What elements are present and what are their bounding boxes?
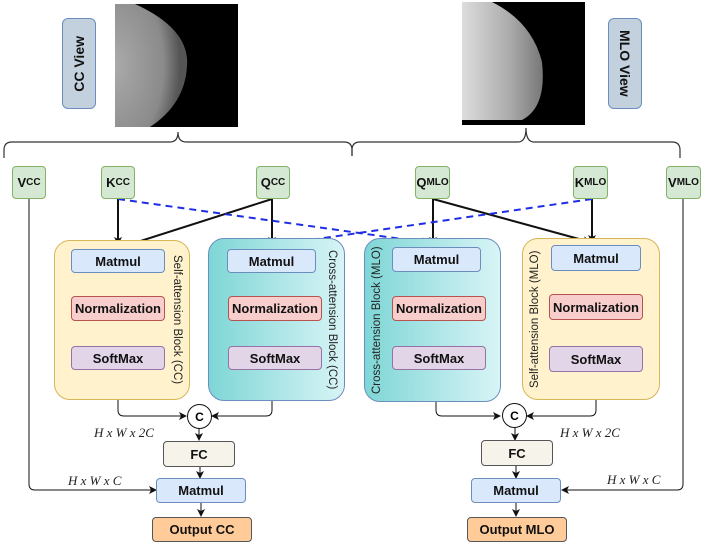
matmul-mlo: Matmul (471, 478, 561, 503)
token-sub: MLO (676, 177, 699, 188)
v-cc-to-matmul (28, 199, 157, 494)
cross-mlo-soft-to-concat (435, 370, 501, 420)
self-cc-softmax: SoftMax (71, 346, 165, 370)
k-cc-to-cross-mlo-dashed (117, 198, 431, 247)
fc-cc: FC (163, 441, 235, 467)
token-base: K (574, 175, 585, 190)
q-cc-to-self-matmul (124, 198, 273, 248)
token-sub: CC (115, 177, 130, 188)
value-dim-mlo: H x W x C (607, 472, 661, 487)
self-cc-normalization: Normalization (71, 296, 165, 321)
self-mlo-normalization: Normalization (549, 294, 643, 320)
mlo-mammogram-image (462, 2, 585, 125)
token-base: V (17, 175, 27, 190)
token-base: Q (260, 175, 271, 190)
mlo-view-label: MLO View (608, 18, 642, 109)
cc-view-label: CC View (62, 18, 96, 109)
token-base: Q (416, 175, 427, 190)
cc-mammogram-image (115, 4, 238, 127)
concat-cc: C (187, 404, 212, 429)
concat-dim-mlo: H x W x 2C (560, 425, 620, 440)
token-base: V (668, 175, 677, 190)
output-mlo: Output MLO (467, 517, 567, 542)
concat-mlo: C (502, 403, 527, 428)
cross-attention-block-mlo-title: Cross-attension Block (MLO) (371, 246, 383, 394)
k-mlo-to-cross-cc-dashed (275, 198, 593, 249)
token-sub: MLO (426, 177, 449, 188)
value-dim-cc: H x W x C (68, 473, 122, 488)
cross-cc-normalization: Normalization (228, 296, 322, 321)
token-sub: CC (270, 177, 286, 188)
cross-attention-block-cc-title: Cross-attension Block (CC) (326, 249, 338, 390)
self-cc-soft-to-concat (117, 370, 187, 420)
mlo-view-text: MLO View (617, 30, 633, 97)
self-attention-block-mlo-title: Self-attension Block (MLO) (529, 250, 541, 388)
self-cc-matmul: Matmul (71, 249, 165, 273)
fc-mlo: FC (481, 440, 553, 466)
self-mlo-matmul: Matmul (551, 245, 641, 271)
token-sub: MLO (584, 177, 607, 188)
token-sub: CC (26, 177, 41, 188)
cross-mlo-matmul: Matmul (392, 247, 481, 272)
v-mlo-to-matmul (561, 199, 684, 494)
cc-brace (3, 131, 353, 158)
mlo-brace (351, 127, 681, 158)
token-base: K (106, 175, 116, 190)
output-cc: Output CC (152, 517, 252, 542)
q-mlo-to-self-matmul (432, 198, 591, 245)
self-attention-block-cc-title: Self-attension Block (CC) (171, 255, 183, 385)
cross-cc-matmul: Matmul (227, 249, 316, 273)
matmul-cc: Matmul (156, 478, 246, 503)
cross-mlo-softmax: SoftMax (392, 346, 486, 370)
cross-cc-soft-to-concat (211, 370, 273, 420)
cross-mlo-normalization: Normalization (392, 296, 486, 321)
self-mlo-softmax: SoftMax (549, 346, 643, 372)
self-mlo-soft-to-concat (526, 372, 597, 420)
cc-view-text: CC View (71, 35, 87, 92)
concat-dim-cc: H x W x 2C (94, 425, 154, 440)
cross-cc-softmax: SoftMax (228, 346, 322, 370)
